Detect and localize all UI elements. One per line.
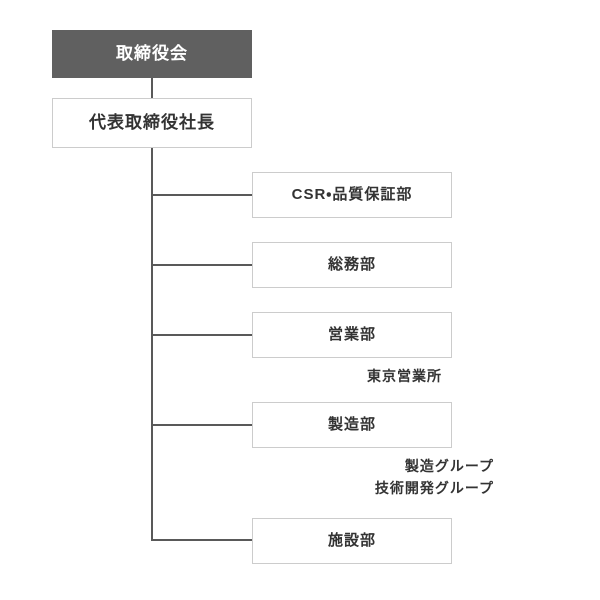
connector-trunk-vertical bbox=[151, 148, 153, 541]
node-representative-director-label: 代表取締役社長 bbox=[89, 112, 215, 132]
node-representative-director[interactable]: 代表取締役社長 bbox=[52, 98, 252, 148]
node-department-manufacturing-label: 製造部 bbox=[327, 416, 376, 433]
connector-board-to-executive bbox=[151, 78, 153, 98]
node-department-csr-quality-assurance-label: CSR・品質保証部 bbox=[291, 186, 413, 203]
subgroup-list-manufacturing: 製造グループ 技術開発グループ bbox=[252, 456, 494, 499]
connector-branch-department-3 bbox=[151, 334, 252, 336]
subgroup-item-sales-0: 東京営業所 bbox=[367, 368, 442, 384]
connector-branch-department-5 bbox=[151, 539, 252, 541]
connector-branch-department-4 bbox=[151, 424, 252, 426]
subgroup-list-sales: 東京営業所 bbox=[252, 366, 442, 388]
node-department-general-affairs-label: 総務部 bbox=[327, 256, 376, 273]
node-department-facilities-label: 施設部 bbox=[327, 532, 376, 549]
node-department-csr-quality-assurance[interactable]: CSR・品質保証部 bbox=[252, 172, 452, 218]
node-department-general-affairs[interactable]: 総務部 bbox=[252, 242, 452, 288]
node-department-sales[interactable]: 営業部 bbox=[252, 312, 452, 358]
node-department-sales-label: 営業部 bbox=[327, 326, 376, 343]
connector-branch-department-1 bbox=[151, 194, 252, 196]
subgroup-item-manufacturing-0: 製造グループ bbox=[404, 458, 494, 474]
connector-branch-department-2 bbox=[151, 264, 252, 266]
node-department-facilities[interactable]: 施設部 bbox=[252, 518, 452, 564]
node-board-of-directors[interactable]: 取締役会 bbox=[52, 30, 252, 78]
node-department-manufacturing[interactable]: 製造部 bbox=[252, 402, 452, 448]
subgroup-item-manufacturing-1: 技術開発グループ bbox=[374, 479, 494, 496]
node-board-of-directors-label: 取締役会 bbox=[116, 43, 188, 63]
